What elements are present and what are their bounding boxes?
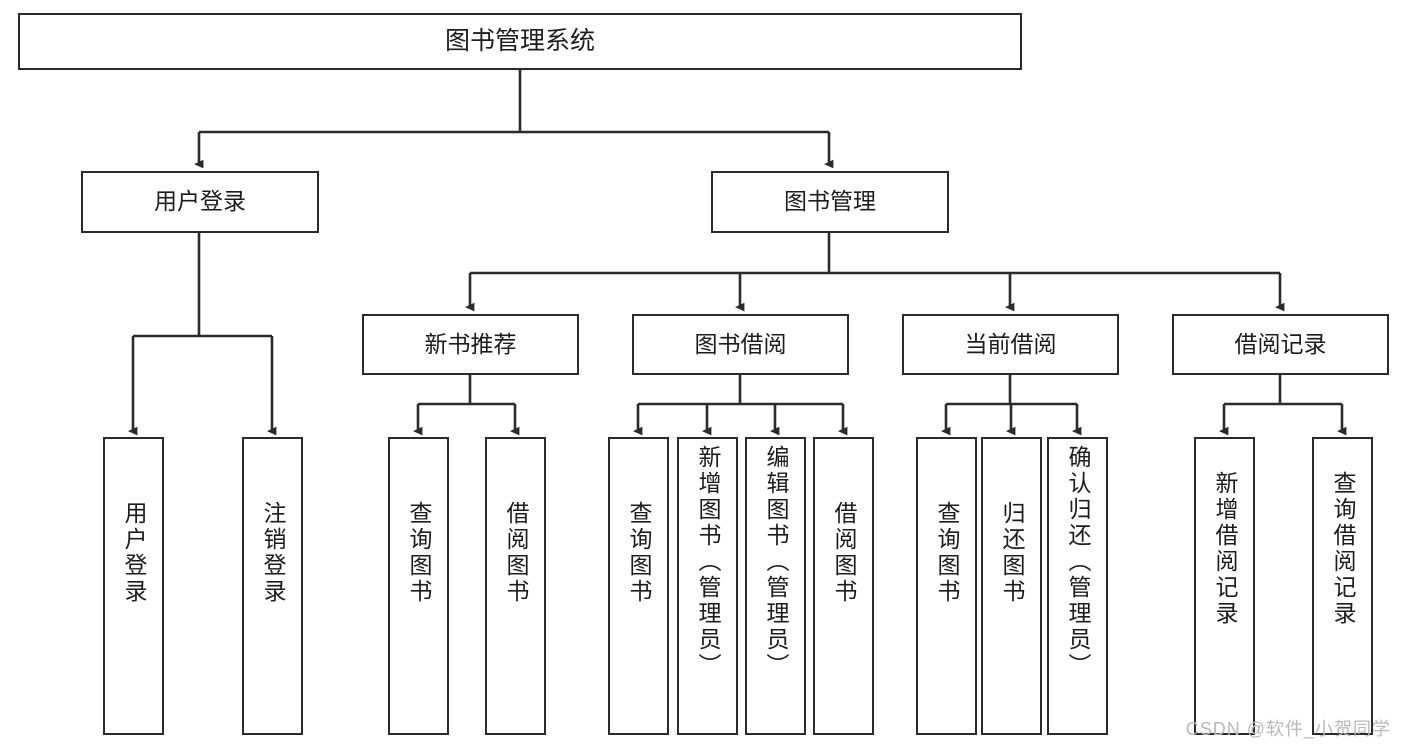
node-book-management[interactable]: 图书管理 <box>711 171 949 233</box>
node-label: 编辑图书（管理员） <box>763 445 789 679</box>
node-label: 查询图书 <box>626 501 652 605</box>
node-borrow-record[interactable]: 借阅记录 <box>1172 314 1389 375</box>
node-leaf-return-book[interactable]: 归还图书 <box>981 437 1042 735</box>
node-leaf-borrow-book-recommend[interactable]: 借阅图书 <box>485 437 546 735</box>
node-leaf-user-login[interactable]: 用户登录 <box>103 437 164 735</box>
node-label: 查询图书 <box>406 501 432 605</box>
node-leaf-query-book-current[interactable]: 查询图书 <box>916 437 977 735</box>
node-label: 用户登录 <box>154 188 246 215</box>
node-book-management-system[interactable]: 图书管理系统 <box>18 13 1022 70</box>
node-label: 用户登录 <box>121 501 147 605</box>
node-leaf-add-book[interactable]: 新增图书（管理员） <box>677 437 738 735</box>
node-leaf-query-borrow-record[interactable]: 查询借阅记录 <box>1312 437 1373 735</box>
node-label: 查询图书 <box>934 501 960 605</box>
node-label: 注销登录 <box>260 501 286 605</box>
node-leaf-add-borrow-record[interactable]: 新增借阅记录 <box>1194 437 1255 735</box>
node-label: 图书管理 <box>784 188 876 215</box>
node-label: 确认归还（管理员） <box>1065 445 1091 679</box>
node-label: 新书推荐 <box>424 330 517 357</box>
node-book-borrow[interactable]: 图书借阅 <box>632 314 849 375</box>
node-user-login[interactable]: 用户登录 <box>81 171 319 233</box>
node-leaf-edit-book[interactable]: 编辑图书（管理员） <box>745 437 806 735</box>
node-label: 借阅图书 <box>831 501 857 605</box>
node-current-borrow[interactable]: 当前借阅 <box>902 314 1119 375</box>
node-label: 新增借阅记录 <box>1212 471 1238 627</box>
node-label: 当前借阅 <box>964 330 1057 357</box>
node-leaf-logout-login[interactable]: 注销登录 <box>242 437 303 735</box>
node-label: 图书管理系统 <box>444 26 595 55</box>
node-new-book-recommend[interactable]: 新书推荐 <box>362 314 579 375</box>
watermark: CSDN @软件_小贺同学 <box>1185 719 1391 739</box>
node-leaf-query-book-recommend[interactable]: 查询图书 <box>388 437 449 735</box>
node-label: 新增图书（管理员） <box>695 445 721 679</box>
node-label: 借阅记录 <box>1234 330 1327 357</box>
node-label: 归还图书 <box>999 501 1025 605</box>
node-label: 图书借阅 <box>694 330 787 357</box>
node-leaf-borrow-book-borrow[interactable]: 借阅图书 <box>813 437 874 735</box>
node-label: 借阅图书 <box>503 501 529 605</box>
node-leaf-query-book-borrow[interactable]: 查询图书 <box>608 437 669 735</box>
node-label: 查询借阅记录 <box>1330 471 1356 627</box>
node-leaf-confirm-return[interactable]: 确认归还（管理员） <box>1047 437 1108 735</box>
